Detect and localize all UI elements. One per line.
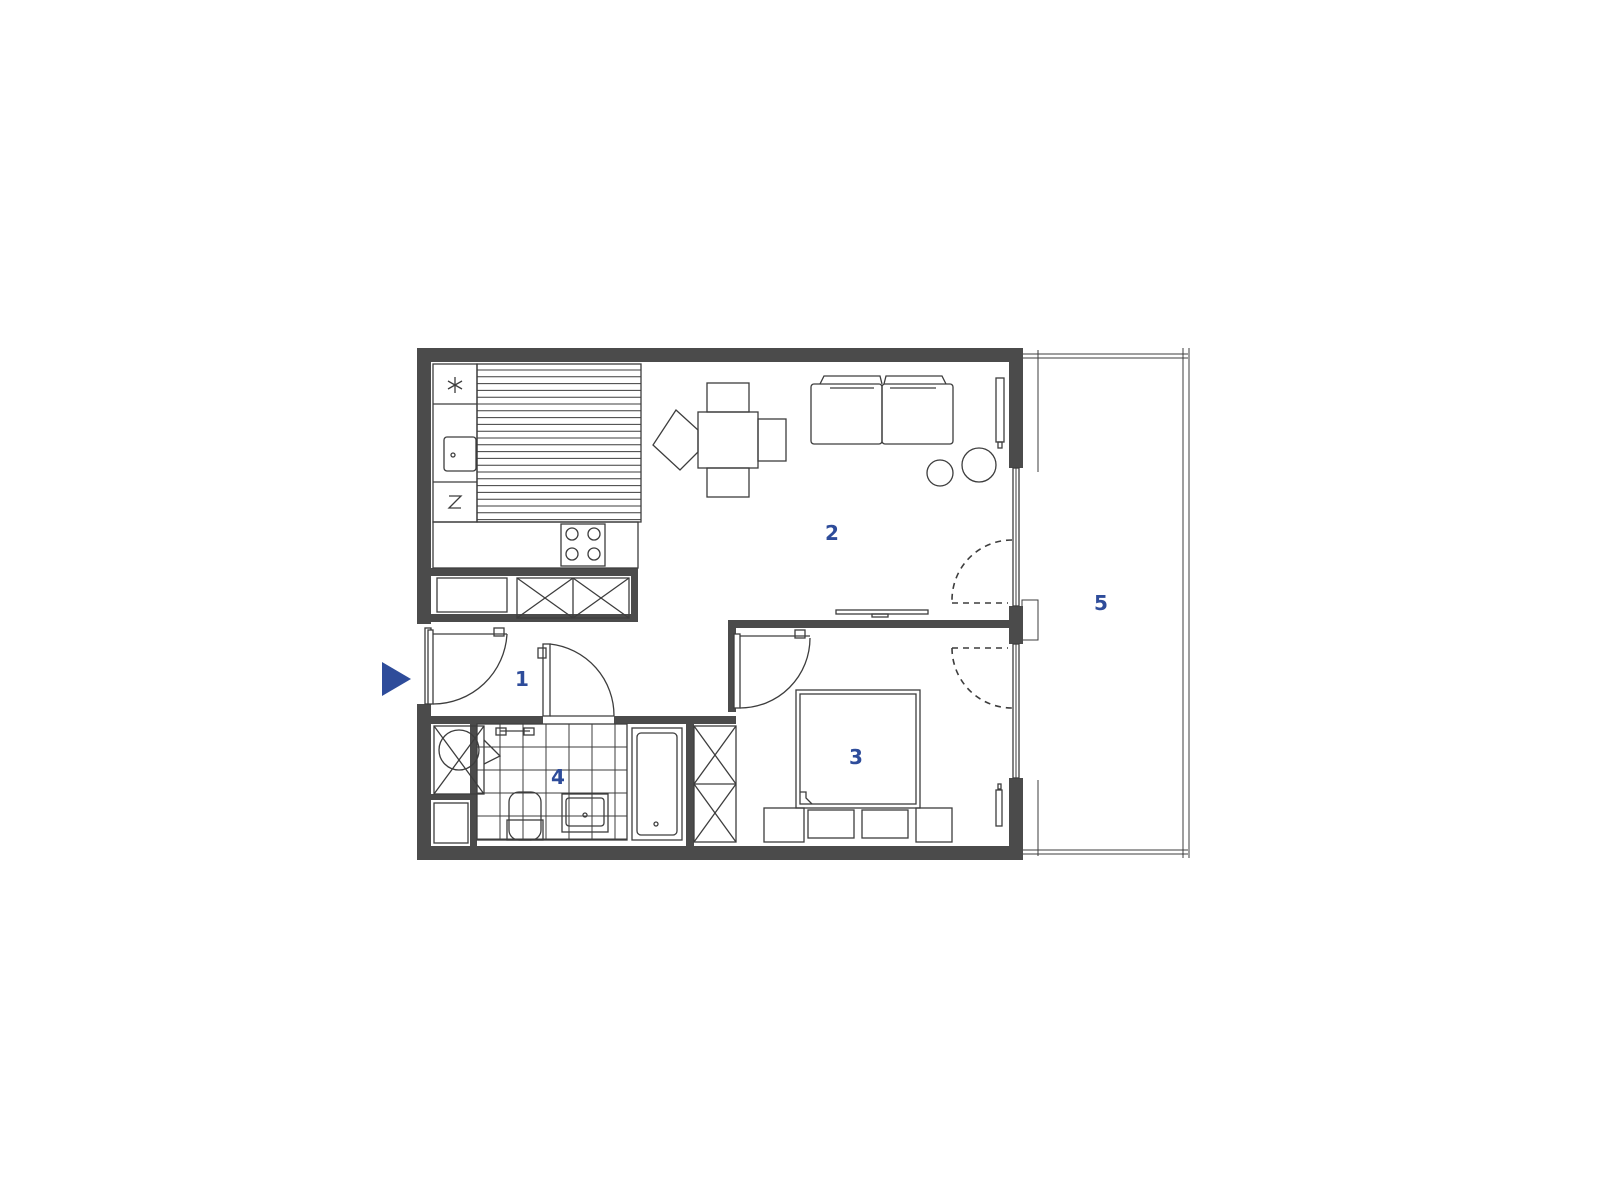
bathroom-sink — [561, 793, 609, 833]
bathtub — [631, 727, 683, 841]
sofa — [810, 375, 954, 445]
windows — [1012, 467, 1020, 779]
dining-table — [652, 382, 787, 498]
snowflake-icon — [447, 377, 463, 393]
room-label-hall: 1 — [515, 667, 529, 691]
bedroom-door-swing — [733, 629, 811, 709]
hob-icon — [560, 523, 606, 567]
kitchen-sink-icon — [443, 436, 477, 472]
room-label-bedroom: 3 — [849, 745, 863, 769]
entrance-door-swing — [427, 627, 508, 705]
room-label-balcony: 5 — [1094, 591, 1108, 615]
kitchen-counter — [432, 363, 639, 569]
bedside-and-pillows — [763, 807, 953, 843]
side-tables — [926, 447, 997, 487]
bathroom-door-swing — [537, 643, 615, 717]
cupboard-small — [433, 802, 469, 844]
bathroom-tiles — [476, 723, 628, 841]
z-symbol-icon — [447, 495, 463, 509]
towel-rail — [495, 727, 535, 736]
entrance-arrow-icon — [382, 662, 411, 696]
kitchen-floor-hatch — [476, 363, 642, 523]
wardrobe-unit — [693, 725, 737, 843]
washing-machine — [433, 725, 502, 795]
toilet — [506, 791, 544, 841]
balcony-outline — [1016, 348, 1190, 858]
room-label-living-kitchen: 2 — [825, 521, 839, 545]
balcony-door-swing — [951, 539, 1013, 709]
double-bed — [795, 689, 921, 809]
radiator — [995, 377, 1005, 449]
room-label-bathroom: 4 — [551, 765, 565, 789]
bedroom-radiator — [995, 783, 1003, 827]
storage-units — [436, 577, 630, 619]
tv-unit — [835, 609, 929, 618]
